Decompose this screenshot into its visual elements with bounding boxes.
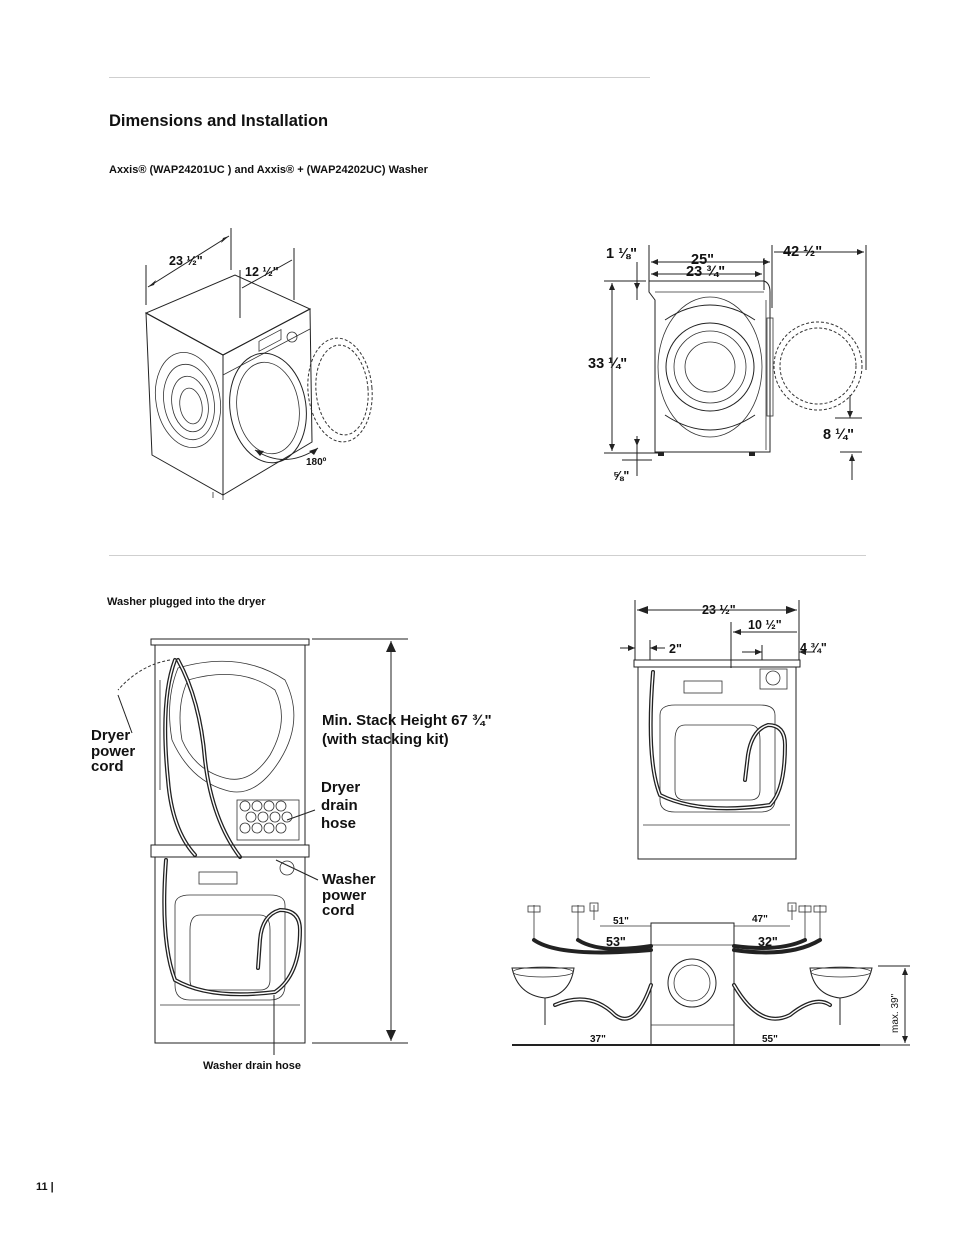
left-upper-hose-label: 51": [613, 916, 629, 927]
dryer-drain-hose-label: Dryer drain hose: [321, 779, 361, 832]
left-drain-hose-label: 37": [590, 1034, 606, 1045]
top-divider: [109, 77, 650, 78]
top-offset-label: 1 ⅛": [606, 246, 637, 262]
model-subtitle: Axxis® (WAP24201UC ) and Axxis® + (WAP24…: [109, 164, 428, 176]
right-upper-hose-label: 47": [752, 914, 768, 925]
left-lower-hose-label: 53": [606, 935, 626, 949]
page-number: 11 |: [36, 1181, 54, 1193]
rear-width-label: 23 ½": [702, 603, 736, 617]
stack-caption: Washer plugged into the dryer: [107, 596, 266, 608]
height-label: 33 ¼": [588, 356, 627, 372]
door-open-depth-label: 42 ½": [783, 244, 822, 260]
iso-door-depth-label: 12 ½": [245, 265, 279, 279]
dryer-hex-filter: [239, 800, 293, 834]
washer-drain-hose-label: Washer drain hose: [203, 1060, 302, 1072]
feet-label: ⅝": [613, 469, 629, 483]
washer-power-cord-label: Washer power cord: [322, 871, 376, 919]
right-lower-hose-label: 32": [758, 935, 778, 949]
right-drain-hose-label: 55": [762, 1034, 778, 1045]
iso-depth-label: 23 ½": [169, 254, 203, 268]
door-bottom-label: 8 ¼": [823, 427, 854, 443]
inlet-offset-label: 10 ½": [748, 618, 782, 632]
page-title: Dimensions and Installation: [109, 112, 329, 130]
door-angle-label: 180º: [306, 457, 327, 468]
dryer-power-cord-label: Dryer power cord: [91, 727, 136, 775]
depth-body-label: 23 ¾": [686, 264, 725, 280]
depth-total-label: 25": [691, 252, 714, 268]
min-stack-height-label: Min. Stack Height 67 ¾" (with stacking k…: [322, 712, 492, 748]
right-offset-label: 4 ¾": [800, 641, 827, 655]
max-height-label: max. 39": [890, 993, 901, 1033]
section-divider: [109, 555, 866, 556]
left-offset-label: 2": [669, 642, 682, 656]
